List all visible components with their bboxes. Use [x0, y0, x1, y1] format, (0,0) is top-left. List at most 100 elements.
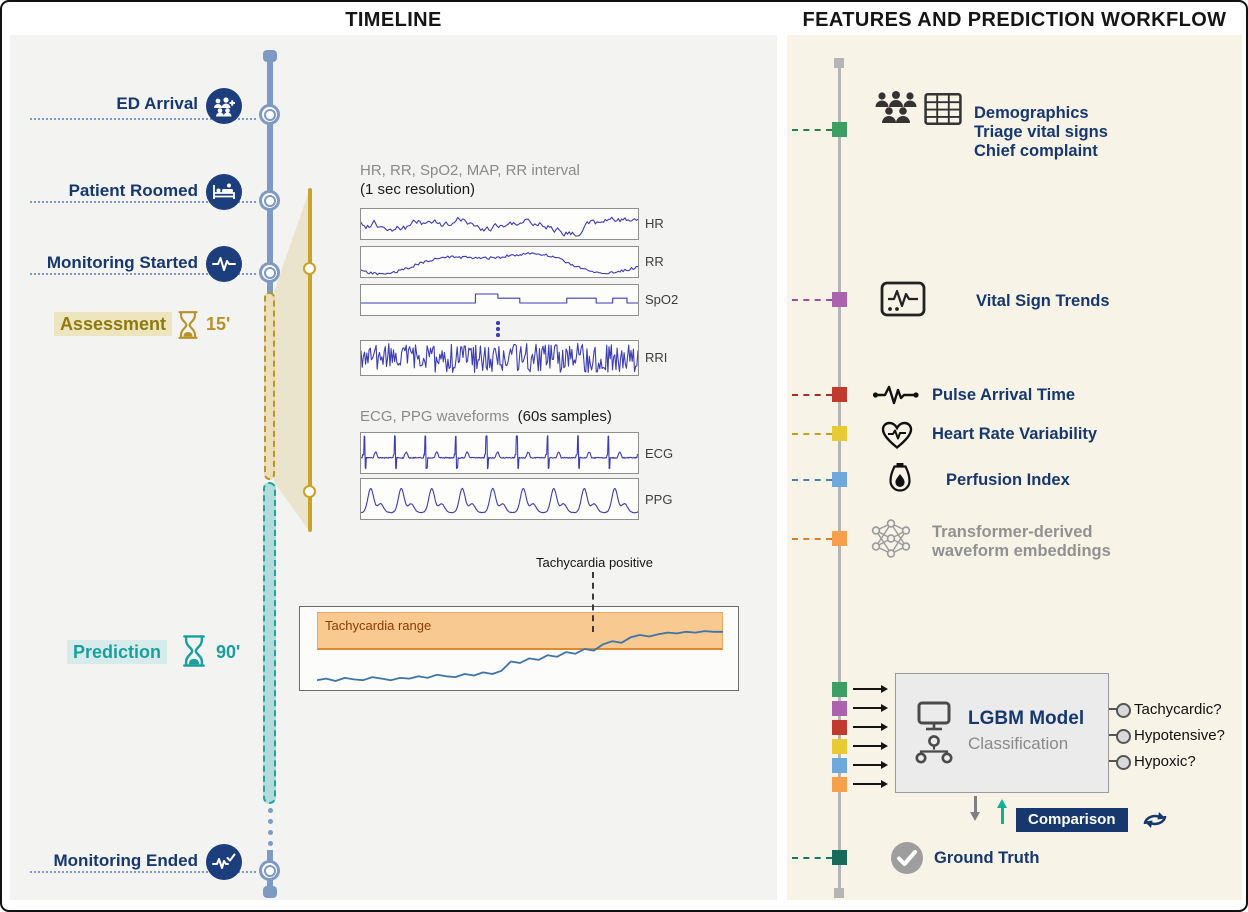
output-label-hypoxic: Hypoxic? [1134, 753, 1196, 770]
pulse-wave-icon [872, 385, 919, 405]
model-input-perfusion [832, 758, 847, 773]
tachycardia-onset-dashed-line [592, 572, 594, 632]
hourglass-icon-assessment [178, 311, 198, 339]
bracket-anchor-top [303, 262, 316, 275]
ground-truth-marker [832, 850, 847, 865]
output-label-hypotensive: Hypotensive? [1134, 727, 1225, 744]
input-arrow [853, 760, 888, 769]
channel-label-rr: RR [645, 254, 664, 269]
model-input-pulse-arrival [832, 720, 847, 735]
waveforms-header-text: ECG, PPG waveforms [360, 408, 510, 425]
lgbm-model-icon [915, 701, 953, 764]
feature-marker-vital-trends [832, 292, 847, 307]
channel-label-ppg: PPG [645, 492, 673, 507]
timeline-ellipsis-dot [268, 830, 273, 835]
ecg-waveform-chart [361, 435, 638, 470]
input-arrow [853, 779, 888, 788]
feature-connector-pulse-arrival [792, 394, 832, 396]
feature-label-embeddings: Transformer-derived waveform embeddings [932, 523, 1111, 561]
monitoring-ended-badge [206, 844, 242, 880]
people-group-icon [875, 91, 917, 123]
bracket-anchor-bottom [303, 485, 316, 498]
ppg-waveform-chart [361, 487, 638, 514]
rr-waveform-chart [361, 252, 638, 276]
feature-connector-hrv [792, 433, 832, 435]
prediction-trend-chart [317, 630, 723, 682]
channels-ellipsis-dot [496, 327, 500, 331]
patient-roomed-connector [30, 201, 256, 203]
channels-ellipsis-dot [496, 333, 500, 337]
rri-waveform-chart [361, 343, 638, 373]
channel-label-rri: RRI [645, 350, 668, 365]
output-label-tachycardic: Tachycardic? [1134, 701, 1222, 718]
ground-truth-up-arrow [996, 799, 1007, 824]
hr-waveform-chart [361, 216, 638, 237]
waveforms-header: ECG, PPG waveforms (60s samples) [360, 408, 612, 426]
neural-network-icon [871, 519, 911, 558]
timeline-node-monitoring-started [259, 262, 280, 283]
event-label-patient-roomed: Patient Roomed [68, 181, 198, 200]
model-input-demographics [832, 682, 847, 697]
spo2-waveform-chart [361, 293, 638, 304]
model-input-hrv [832, 739, 847, 754]
output-port-line [1109, 734, 1119, 736]
output-port [1116, 755, 1131, 770]
feature-connector-demographics [792, 129, 832, 131]
model-input-embeddings [832, 777, 847, 792]
timeline-title: TIMELINE [345, 9, 442, 31]
assessment-label: Assessment [53, 312, 172, 336]
prediction-segment [263, 482, 276, 804]
output-port [1116, 729, 1131, 744]
feature-label-perfusion: Perfusion Index [946, 471, 1070, 489]
event-label-ed-arrival: ED Arrival [116, 94, 198, 113]
feature-label-vital-trends: Vital Sign Trends [976, 292, 1110, 310]
timeline-segment-upper [267, 56, 273, 294]
ground-truth-connector [792, 857, 832, 859]
ground-truth-label: Ground Truth [934, 849, 1040, 867]
feature-marker-pulse-arrival [832, 387, 847, 402]
feature-line: Chief complaint [974, 142, 1098, 160]
feature-marker-embeddings [832, 531, 847, 546]
feature-label-pulse-arrival: Pulse Arrival Time [932, 386, 1076, 404]
prediction-down-arrow [969, 796, 980, 821]
feature-marker-hrv [832, 426, 847, 441]
tachycardia-range-label: Tachycardia range [325, 618, 432, 633]
timeline-bottom-cap [263, 886, 277, 898]
input-arrow [853, 741, 888, 750]
feature-label-demographics: Demographics Triage vital signs Chief co… [974, 104, 1108, 161]
prediction-row: Prediction [32, 640, 167, 664]
ecg-chart-box [360, 432, 639, 474]
rr-chart-box [360, 246, 639, 278]
monitoring-ended-connector [30, 871, 256, 873]
model-input-vital-trends [832, 701, 847, 716]
event-label-monitoring-started: Monitoring Started [46, 253, 198, 272]
feature-line: Transformer-derived [932, 523, 1093, 541]
feature-connector-vital-trends [792, 299, 832, 301]
assessment-segment [264, 292, 275, 480]
lgbm-model-box [895, 673, 1109, 793]
heart-pulse-icon [881, 421, 913, 450]
timeline-node-ed-arrival [259, 104, 280, 125]
table-icon [924, 92, 962, 126]
waveforms-subheader-text: (60s samples) [517, 408, 612, 425]
perfusion-drop-icon [889, 463, 911, 492]
vitals-header: HR, RR, SpO2, MAP, RR interval [360, 162, 580, 180]
timeline-ellipsis-dot [268, 841, 273, 846]
tachycardia-range-band [317, 612, 723, 650]
channels-ellipsis-dot [496, 321, 500, 325]
feature-marker-demographics [832, 122, 847, 137]
heartbeat-check-icon [212, 853, 236, 869]
feature-label-hrv: Heart Rate Variability [932, 425, 1098, 443]
input-arrow [853, 722, 888, 731]
ed-arrival-badge [206, 88, 242, 124]
spo2-chart-box [360, 284, 639, 316]
expanded-view-wedge [274, 188, 310, 532]
feature-line: Demographics [974, 104, 1089, 122]
feature-line: waveform embeddings [932, 542, 1111, 560]
ppg-chart-box [360, 478, 639, 520]
vitals-subheader: (1 sec resolution) [360, 181, 476, 198]
patient-roomed-badge [206, 174, 242, 210]
check-circle-icon [891, 842, 923, 874]
rri-chart-box [360, 340, 639, 376]
output-port-line [1109, 760, 1119, 762]
